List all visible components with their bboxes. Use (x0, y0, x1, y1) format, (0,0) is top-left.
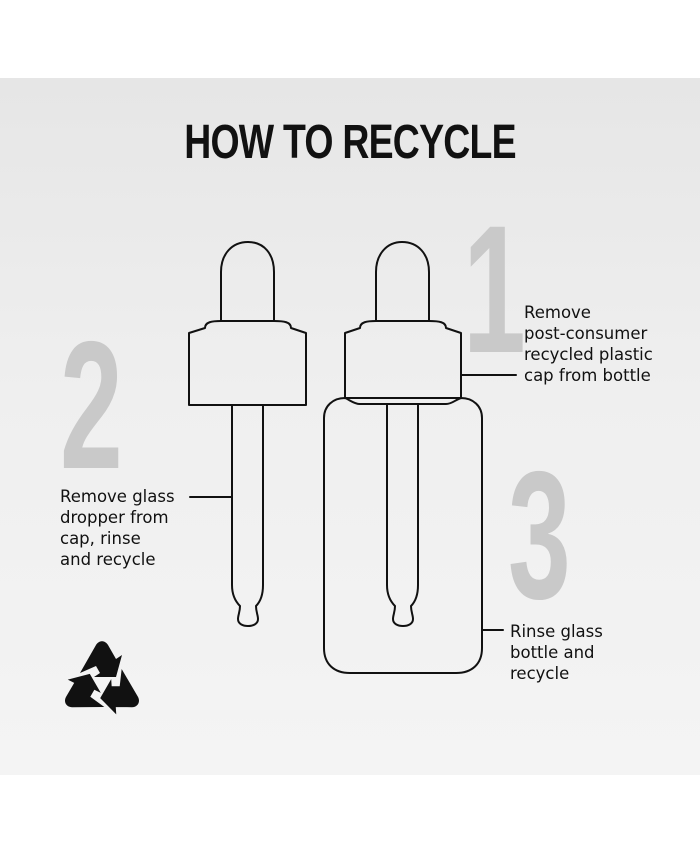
step-2-line: Remove glass (60, 487, 175, 506)
step-3-line: bottle and (510, 643, 595, 662)
step-2-line: dropper from (60, 508, 169, 527)
step-1-line: post-consumer (524, 324, 648, 343)
step-1-line: recycled plastic (524, 345, 653, 364)
page-title: HOW TO RECYCLE (184, 116, 516, 169)
recycle-icon (55, 641, 150, 723)
step-2-text: Remove glass dropper from cap, rinse and… (60, 486, 175, 570)
dropper-illustration (188, 241, 307, 627)
step-3-number: 3 (508, 433, 571, 637)
step-1-line: cap from bottle (524, 366, 651, 385)
step-2-line: and recycle (60, 550, 156, 569)
step-2-line: cap, rinse (60, 529, 141, 548)
step-3-line: recycle (510, 664, 570, 683)
step-3-line: Rinse glass (510, 622, 603, 641)
step-1-number: 1 (463, 187, 526, 391)
step-2-number: 2 (60, 303, 123, 507)
bottle-illustration (323, 241, 483, 674)
step-3-text: Rinse glass bottle and recycle (510, 621, 603, 684)
step-1-line: Remove (524, 303, 591, 322)
step-1-text: Remove post-consumer recycled plastic ca… (524, 302, 653, 386)
